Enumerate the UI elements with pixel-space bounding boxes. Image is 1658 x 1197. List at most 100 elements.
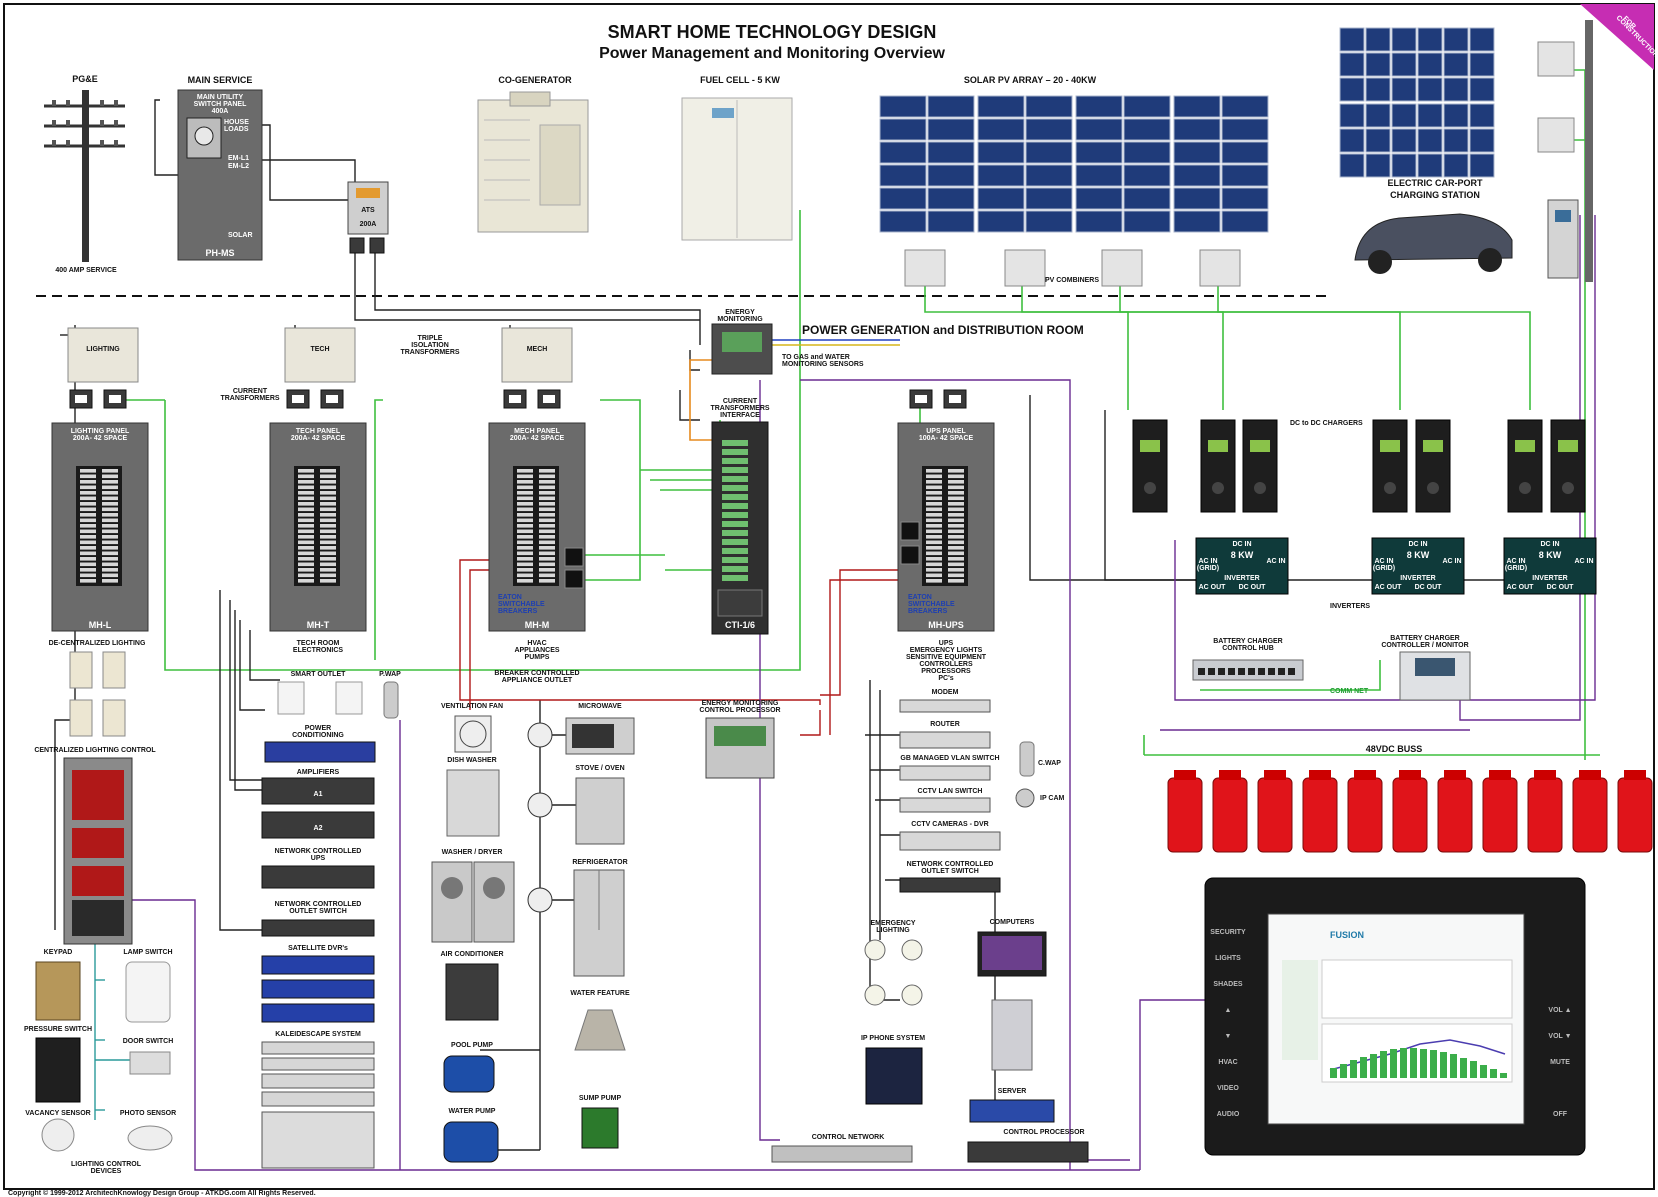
svg-text:CO-GENERATOR: CO-GENERATOR <box>498 75 572 85</box>
breaker <box>539 485 555 490</box>
breaker <box>517 480 533 484</box>
svg-text:TECH: TECH <box>310 346 329 353</box>
panel-desc: PROCESSORS <box>921 668 971 675</box>
cti-terminal <box>722 476 748 482</box>
breaker <box>539 535 555 539</box>
panel-desc: PUMPS <box>525 654 550 661</box>
breaker <box>517 573 533 578</box>
carport-combiner <box>1537 41 1575 77</box>
battery <box>1482 777 1518 853</box>
breaker <box>80 485 96 490</box>
usage-bar <box>1460 1058 1467 1078</box>
inverter-dc-out: DC OUT <box>1415 584 1443 591</box>
breaker <box>80 551 96 556</box>
breaker <box>102 529 118 534</box>
breaker <box>539 491 555 495</box>
breaker <box>298 485 314 490</box>
page-title: SMART HOME TECHNOLOGY DESIGN <box>608 22 937 42</box>
breaker <box>320 573 336 578</box>
breaker <box>517 502 533 506</box>
breaker <box>320 502 336 506</box>
breaker <box>80 469 96 473</box>
breaker <box>80 474 96 479</box>
breaker <box>926 480 942 484</box>
pge-utility-pole: PG&E 400 AMP SERVICE <box>44 74 125 274</box>
inverter-dc-out: DC OUT <box>1547 584 1575 591</box>
inverter-unit <box>1371 537 1465 595</box>
breaker <box>80 529 96 534</box>
svg-text:CONTROL NETWORK: CONTROL NETWORK <box>812 1134 885 1141</box>
breaker <box>102 513 118 517</box>
pv-module <box>1075 187 1123 210</box>
svg-text:UPS: UPS <box>311 855 326 862</box>
battery <box>1392 777 1428 853</box>
pv-module <box>1123 118 1171 141</box>
breaker <box>926 562 942 567</box>
usage-bar <box>1360 1057 1367 1078</box>
mech-appliances: VENTILATION FAN MICROWAVE DISH WASHER ST… <box>431 703 635 1163</box>
breaker <box>320 507 336 512</box>
svg-text:PH-MS: PH-MS <box>206 248 235 258</box>
inverter-name: INVERTER <box>1400 575 1435 582</box>
breaker <box>80 535 96 539</box>
battery <box>1167 777 1203 853</box>
breaker <box>517 562 533 567</box>
inverter-grid: (GRID) <box>1505 565 1527 572</box>
dc-charger-knob <box>1144 482 1156 494</box>
breaker <box>539 469 555 473</box>
cti-terminal <box>722 566 748 572</box>
solar-pv-array: SOLAR PV ARRAY – 20 - 40KW <box>879 75 1269 233</box>
breaker <box>320 568 336 572</box>
svg-text:ENERGY MONITORING: ENERGY MONITORING <box>702 700 779 707</box>
breaker <box>298 546 314 550</box>
cti-terminal <box>722 440 748 446</box>
touch-key-right: VOL ▲ <box>1548 1007 1571 1014</box>
breaker <box>539 502 555 506</box>
carport-pv-module <box>1443 103 1469 128</box>
carport-pv-module <box>1443 27 1469 52</box>
carport-pv-module <box>1469 103 1495 128</box>
inverter-ac-out: AC OUT <box>1375 584 1403 591</box>
battery <box>1212 777 1248 853</box>
cti-terminal <box>722 503 748 509</box>
copyright: Copyright © 1999-2012 ArchitechKnowlogy … <box>8 1189 316 1197</box>
breaker <box>539 529 555 534</box>
inverters-label: INVERTERS <box>1330 603 1370 610</box>
breaker <box>517 546 533 550</box>
breaker <box>320 513 336 517</box>
pv-module <box>1075 210 1123 233</box>
svg-text:MONITORING: MONITORING <box>717 316 763 323</box>
svg-text:STOVE / OVEN: STOVE / OVEN <box>575 765 624 772</box>
svg-text:ATS: ATS <box>361 207 375 214</box>
breaker <box>298 535 314 539</box>
breaker <box>948 469 964 473</box>
breaker <box>926 507 942 512</box>
dc-charger-knob <box>1562 482 1574 494</box>
carport-pv-module <box>1365 103 1391 128</box>
touch-key-right: MUTE <box>1550 1059 1570 1066</box>
svg-text:CURRENT: CURRENT <box>723 398 758 405</box>
touch-key-left: SHADES <box>1213 981 1243 988</box>
touch-key-left: AUDIO <box>1217 1111 1240 1118</box>
svg-text:MECH: MECH <box>527 346 548 353</box>
carport-pv-module <box>1365 77 1391 102</box>
svg-text:WATER PUMP: WATER PUMP <box>449 1108 496 1115</box>
breaker <box>517 518 533 523</box>
svg-text:WASHER / DRYER: WASHER / DRYER <box>442 849 503 856</box>
breaker <box>80 579 96 583</box>
breaker <box>948 485 964 490</box>
panel-heading: UPS PANEL <box>926 428 966 435</box>
hub-port <box>1208 668 1215 675</box>
panel-desc: HVAC <box>527 640 546 647</box>
breaker <box>80 507 96 512</box>
pv-module <box>1025 187 1073 210</box>
transformer-lighting: LIGHTING <box>67 327 139 383</box>
breaker <box>926 502 942 506</box>
dc-charger-display <box>1558 440 1578 452</box>
panel-code: MH-L <box>89 620 112 630</box>
svg-text:NETWORK CONTROLLED: NETWORK CONTROLLED <box>907 861 994 868</box>
breaker <box>517 568 533 572</box>
inverter-ac-in: AC IN <box>1506 558 1525 565</box>
breaker <box>80 524 96 528</box>
